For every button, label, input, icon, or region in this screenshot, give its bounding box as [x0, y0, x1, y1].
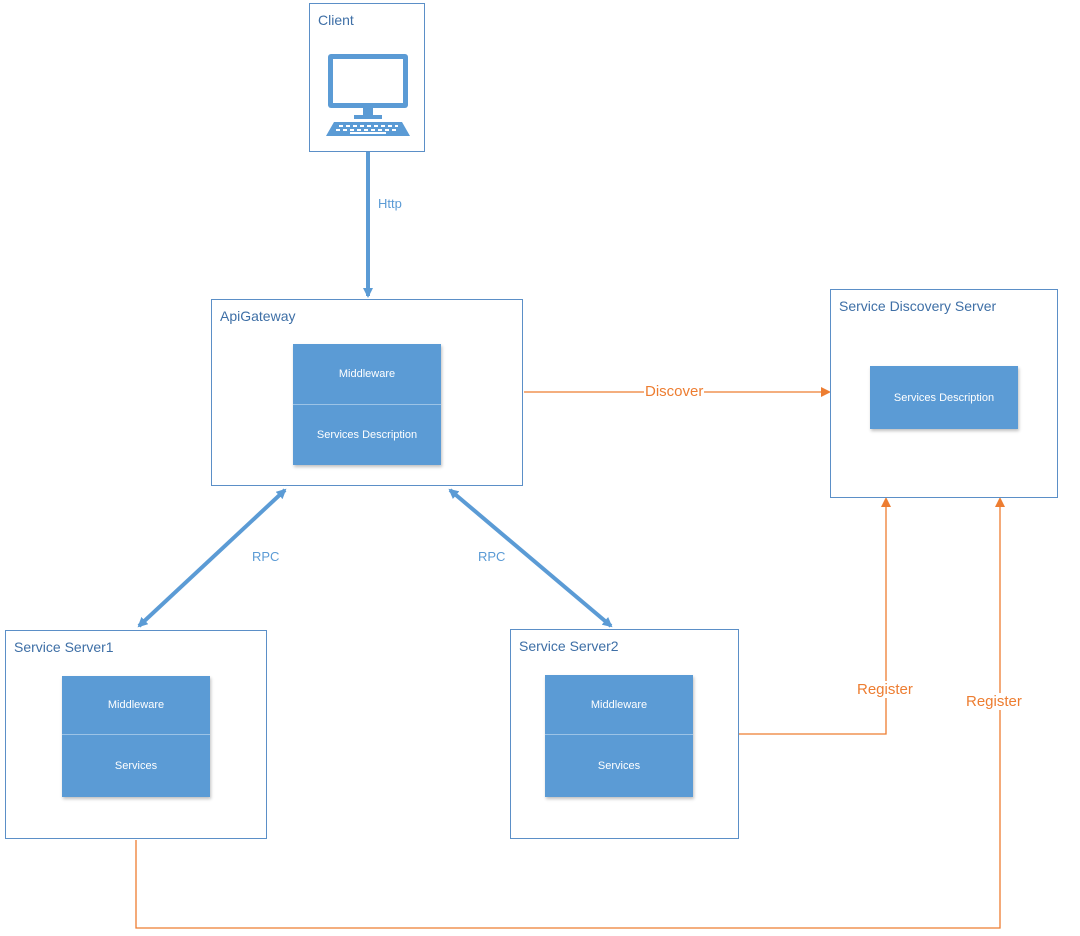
http-label: Http — [378, 196, 402, 211]
service-server1-stack: Middleware Services — [62, 676, 210, 797]
register-label-server1: Register — [965, 693, 1023, 710]
service-discovery-server-title: Service Discovery Server — [839, 298, 997, 314]
service-server2-node: Service Server2 Middleware Services — [510, 629, 739, 839]
service-discovery-services-description-cell: Services Description — [870, 366, 1018, 429]
register-label-server2: Register — [856, 681, 914, 698]
api-gateway-node: ApiGateway Middleware Services Descripti… — [211, 299, 523, 486]
api-gateway-middleware-cell: Middleware — [293, 344, 441, 404]
service-server2-title: Service Server2 — [519, 638, 619, 654]
service-server1-title: Service Server1 — [14, 639, 114, 655]
rpc-connector-right — [448, 488, 613, 628]
api-gateway-stack: Middleware Services Description — [293, 344, 441, 465]
service-server1-services-cell: Services — [62, 734, 210, 797]
service-server2-middleware-cell: Middleware — [545, 675, 693, 734]
service-discovery-server-node: Service Discovery Server Services Descri… — [830, 289, 1058, 498]
discover-label: Discover — [644, 383, 705, 400]
api-gateway-services-description-cell: Services Description — [293, 404, 441, 465]
service-server1-node: Service Server1 Middleware Services — [5, 630, 267, 839]
service-server2-stack: Middleware Services — [545, 675, 693, 797]
client-node: Client — [309, 3, 425, 152]
rpc-label-right: RPC — [478, 549, 506, 564]
register-connector-server2 — [739, 497, 891, 735]
service-discovery-stack: Services Description — [870, 366, 1018, 429]
api-gateway-title: ApiGateway — [220, 308, 296, 324]
register-connector-server1 — [135, 497, 1005, 929]
client-title: Client — [318, 12, 354, 28]
service-server1-middleware-cell: Middleware — [62, 676, 210, 734]
rpc-label-left: RPC — [252, 549, 280, 564]
desktop-computer-icon — [326, 54, 410, 136]
rpc-connector-left — [137, 488, 287, 628]
service-server2-services-cell: Services — [545, 734, 693, 797]
